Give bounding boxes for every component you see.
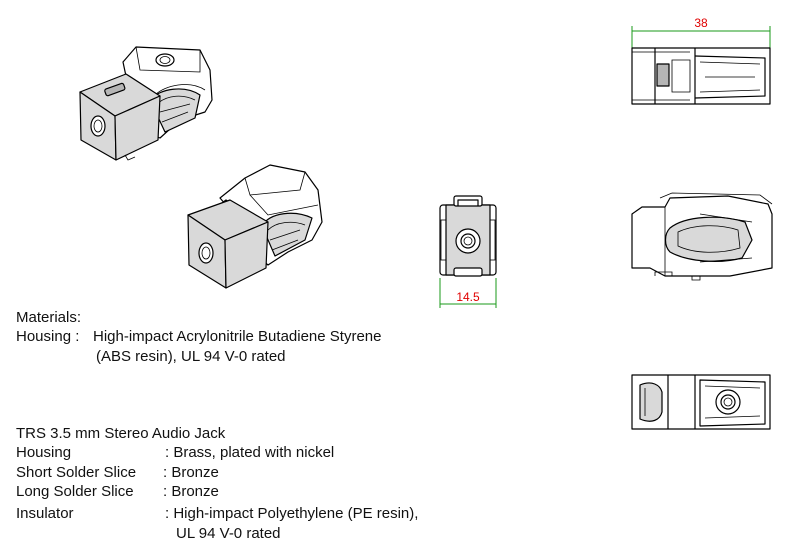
housing-label: Housing : bbox=[16, 328, 80, 345]
jack-title: TRS 3.5 mm Stereo Audio Jack bbox=[16, 425, 226, 442]
isometric-view-angled bbox=[187, 164, 323, 289]
jack-row-label: Insulator bbox=[16, 505, 74, 522]
side-view-top: 38 bbox=[631, 16, 771, 105]
isometric-view-top bbox=[79, 46, 213, 161]
jack-row-value: : Bronze bbox=[163, 464, 219, 481]
jack-row-label: Long Solder Slice bbox=[16, 483, 134, 500]
jack-row-value: : Bronze bbox=[163, 483, 219, 500]
jack-row-value: : High-impact Polyethylene (PE resin), bbox=[165, 505, 419, 522]
side-view-bottom bbox=[631, 374, 771, 430]
insulator-rating: UL 94 V-0 rated bbox=[176, 525, 281, 542]
materials-heading: Materials: bbox=[16, 309, 82, 326]
housing-material-line2: (ABS resin), UL 94 V-0 rated bbox=[96, 348, 286, 365]
jack-row-label: Housing bbox=[16, 444, 72, 461]
width-dimension-label: 14.5 bbox=[456, 290, 480, 304]
front-view: 14.5 bbox=[439, 195, 497, 308]
housing-material-line1: High-impact Acrylonitrile Butadiene Styr… bbox=[93, 328, 382, 345]
length-dimension-label: 38 bbox=[694, 16, 708, 30]
side-view-middle bbox=[631, 192, 773, 281]
jack-row-label: Short Solder Slice bbox=[16, 464, 137, 481]
jack-row-value: : Brass, plated with nickel bbox=[165, 444, 335, 461]
